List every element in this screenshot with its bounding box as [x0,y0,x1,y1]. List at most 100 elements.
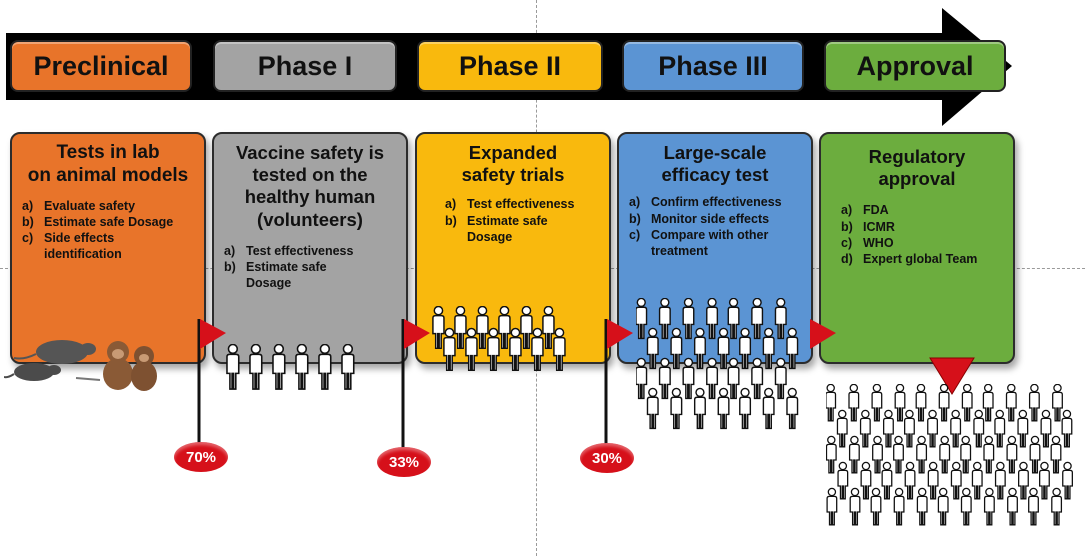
person-icon [1061,409,1073,448]
list-item: a)Evaluate safety [22,198,136,213]
person-icon [927,409,938,448]
person-icon [693,327,706,370]
phase-box-list: a)Evaluate safety b)Estimate safe Dosage… [22,198,194,263]
list-item: b)Estimate safe Dosage [445,213,548,244]
person-icon [983,435,995,474]
person-icon [682,357,695,400]
person-icon [295,344,309,390]
list-item: b)Estimate safe Dosage [22,214,174,229]
flag-icon [401,319,430,463]
attrition-rate-badge: 70% [174,442,228,472]
person-icon [751,357,764,400]
person-icon [960,487,972,526]
person-icon [454,306,467,350]
person-icon [1028,487,1039,526]
person-icon [860,461,872,500]
person-icon [487,327,500,372]
person-icon [881,461,893,500]
list-item: c)WHO [841,235,894,250]
person-icon [938,384,950,422]
person-icon [893,435,904,474]
person-icon [1006,435,1018,474]
phase-box-title: Large-scale efficacy test [661,142,769,186]
person-icon [871,384,883,422]
person-icon [727,298,740,340]
person-icon [553,327,566,372]
list-item: b)ICMR [841,219,895,234]
person-icon [498,306,511,350]
list-item: c)Side effects identification [22,231,122,262]
person-icon [848,435,860,474]
person-icon [1005,384,1017,422]
person-icon [658,357,671,400]
phase-box-phase-2: Expanded safety trials a)Test effectiven… [415,132,611,364]
phase-box-title: Vaccine safety is tested on the healthy … [235,142,385,230]
person-icon [520,306,533,350]
person-icon [1028,384,1040,422]
person-icon [646,387,659,430]
person-icon [915,384,927,422]
participant-crowd-phase-2 [432,306,566,372]
person-icon [971,461,983,500]
attrition-rate-badge: 33% [377,447,431,477]
person-icon [893,487,905,526]
person-icon [646,327,659,370]
person-icon [916,435,928,474]
person-icon [904,461,916,500]
person-icon [739,387,752,430]
list-item: a)FDA [841,203,889,218]
person-icon [950,409,962,448]
person-icon [994,461,1006,500]
person-icon [1018,461,1029,500]
person-icon [762,387,775,430]
person-icon [670,387,683,430]
list-item: a)Test effectiveness [445,197,575,212]
person-icon [542,306,555,350]
person-icon [994,409,1006,448]
person-icon [682,298,695,340]
person-icon [837,461,849,500]
person-icon [1052,384,1063,422]
phase-box-list: a)FDA b)ICMR c)WHO d)Expert global Team [831,202,1003,267]
person-icon [509,327,522,372]
person-icon [786,327,799,370]
person-icon [432,306,445,350]
person-icon [531,327,544,372]
attrition-rate-badge: 30% [580,443,634,473]
phase-box-preclinical: Tests in lab on animal models a)Evaluate… [10,132,206,364]
person-icon [836,409,848,448]
person-icon [774,298,787,340]
person-icon [318,344,332,390]
phase-box-phase-1: Vaccine safety is tested on the healthy … [212,132,408,364]
person-icon [636,357,648,400]
person-icon [937,487,949,526]
person-icon [1039,461,1050,500]
person-icon [870,487,882,526]
phase-label-approval: Approval [824,40,1006,92]
person-icon [341,344,355,390]
person-icon [751,298,764,340]
participant-crowd-phase-3 [636,298,799,430]
person-icon [658,298,671,340]
phase-box-title: Expanded safety trials [461,142,565,186]
phase-label-phase-2: Phase II [417,40,603,92]
phase-label-preclinical: Preclinical [10,40,192,92]
person-icon [1029,435,1041,474]
person-icon [849,487,861,526]
person-icon [859,409,871,448]
person-icon [249,344,263,390]
flag-icon [197,319,226,453]
person-icon [826,435,837,474]
phase-box-title: Tests in lab on animal models [27,142,189,186]
list-item: a)Confirm effectiveness [629,195,782,210]
list-item: b)Monitor side effects [629,211,770,226]
list-item: a)Test effectiveness [224,243,354,258]
person-icon [872,435,883,474]
person-icon [739,327,752,370]
person-icon [1017,409,1029,448]
flag-icon [604,319,633,453]
participant-crowd-phase-1 [226,344,355,390]
person-icon [670,327,683,370]
person-icon [443,327,456,372]
person-icon [826,384,837,422]
